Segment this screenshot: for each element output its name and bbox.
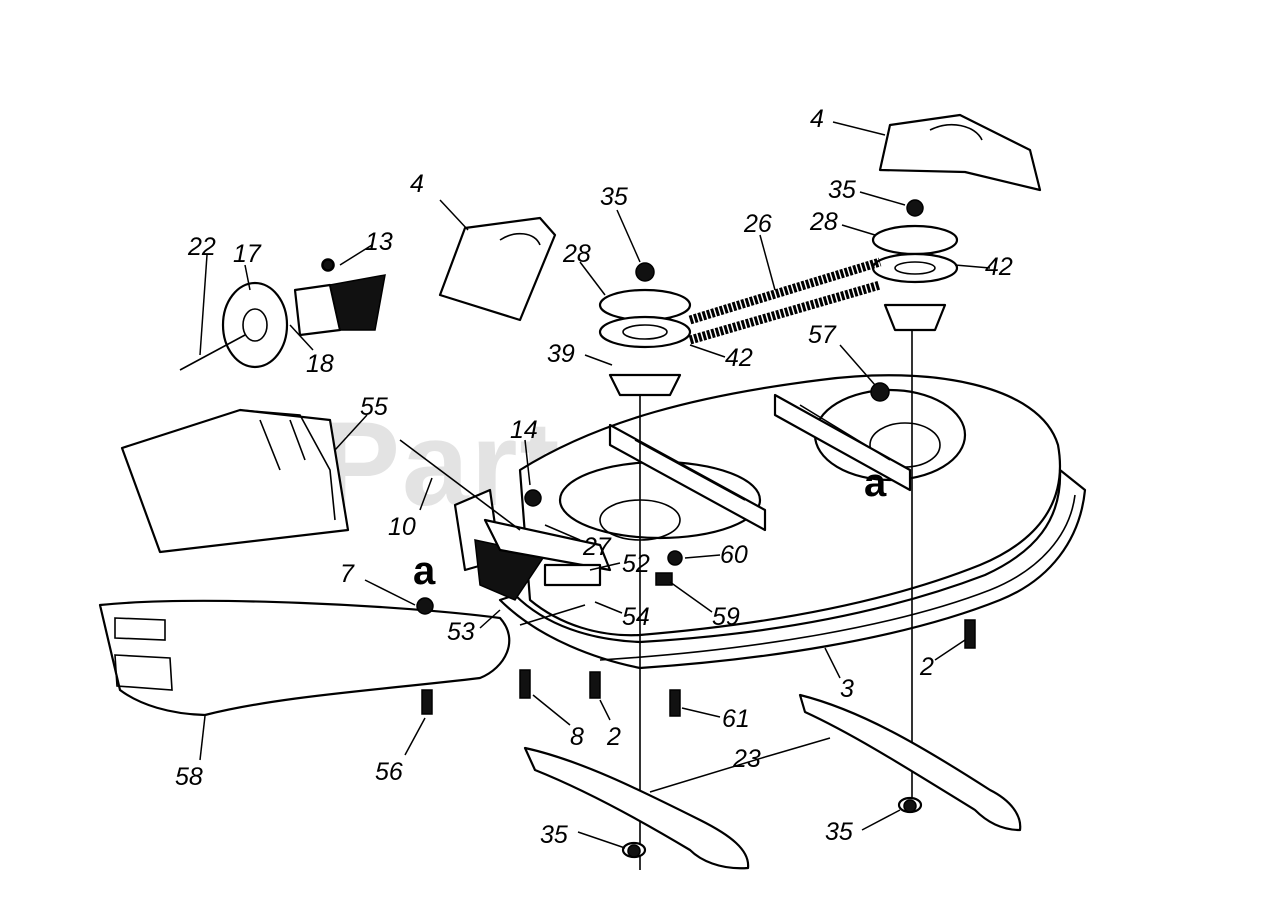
label-57: 57 — [808, 321, 837, 349]
label-59: 59 — [712, 603, 740, 631]
label-18: 18 — [306, 350, 334, 378]
front-bumper — [98, 599, 511, 717]
label-26: 26 — [743, 210, 772, 238]
label-28-right: 28 — [809, 208, 838, 236]
label-4-right: 4 — [810, 105, 824, 133]
label-2-right: 2 — [919, 653, 934, 681]
drive-belt — [688, 257, 882, 345]
label-54: 54 — [622, 603, 650, 631]
label-42-left: 42 — [725, 344, 753, 372]
label-35-bottom-right: 35 — [825, 818, 853, 846]
label-60: 60 — [720, 541, 748, 569]
idler-pulley-assembly — [179, 258, 386, 371]
hardware-fasteners — [322, 259, 976, 858]
label-58: 58 — [175, 763, 203, 791]
belt-cover-right — [878, 113, 1042, 192]
label-53: 53 — [447, 618, 475, 646]
label-56: 56 — [375, 758, 403, 786]
label-35-top-left: 35 — [600, 183, 628, 211]
label-17: 17 — [233, 240, 262, 268]
lift-bracket-assembly — [399, 439, 612, 626]
label-39: 39 — [547, 340, 575, 368]
label-52: 52 — [622, 550, 650, 578]
right-spindle-pulley — [871, 199, 959, 805]
deck-housing — [498, 374, 1087, 670]
label-13: 13 — [365, 228, 393, 256]
label-35-top-right: 35 — [828, 176, 856, 204]
label-61: 61 — [722, 705, 750, 733]
label-23: 23 — [732, 745, 761, 773]
belt-cover-left — [438, 216, 557, 322]
part-labels: 4 4 35 35 35 35 26 28 28 42 42 39 57 22 … — [175, 105, 1013, 849]
reference-mark-a-right: a — [864, 461, 887, 505]
label-22: 22 — [187, 233, 216, 261]
label-4-left: 4 — [410, 170, 424, 198]
label-28-left: 28 — [562, 240, 591, 268]
discharge-chute — [120, 408, 350, 554]
label-7: 7 — [340, 560, 355, 588]
label-27: 27 — [582, 533, 612, 561]
label-3: 3 — [840, 675, 854, 703]
label-14: 14 — [510, 416, 538, 444]
leader-lines — [199, 121, 991, 849]
label-2-left: 2 — [606, 723, 621, 751]
label-42-right: 42 — [985, 253, 1013, 281]
label-55: 55 — [360, 393, 388, 421]
label-35-bottom-left: 35 — [540, 821, 568, 849]
reference-mark-a-left: a — [413, 549, 436, 593]
label-8: 8 — [570, 723, 584, 751]
label-10: 10 — [388, 513, 416, 541]
